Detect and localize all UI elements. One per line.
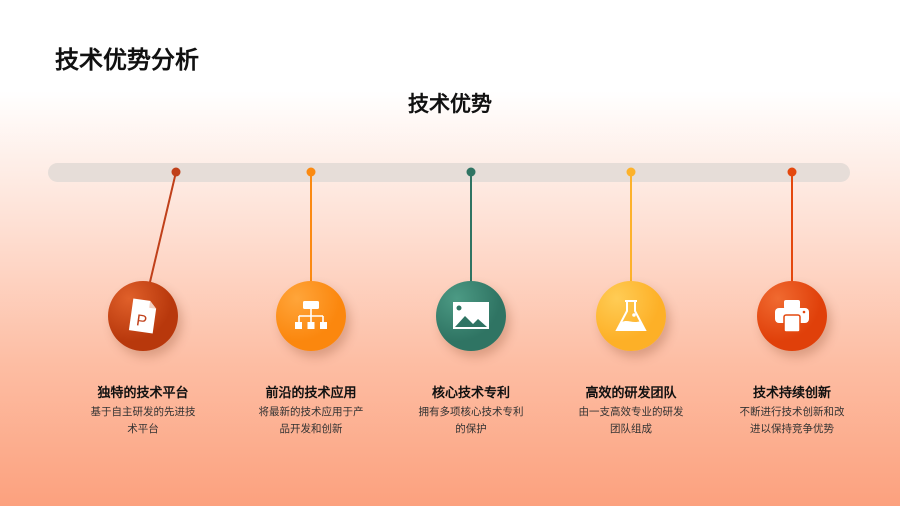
- item-3-desc: 拥有多项核心技术专利的保护: [418, 406, 524, 435]
- item-5-title: 技术持续创新: [752, 386, 831, 401]
- timeline-track: [48, 163, 850, 182]
- item-3-circle: [436, 281, 506, 351]
- image-icon: [453, 302, 489, 329]
- org-chart-icon: [295, 301, 327, 329]
- flask-icon: [615, 300, 647, 331]
- section-subtitle: 技术优势: [408, 92, 492, 116]
- powerpoint-file-icon: P: [128, 298, 157, 334]
- item-1-desc: 基于自主研发的先进技术平台: [90, 406, 196, 435]
- item-2-circle: [276, 281, 346, 351]
- connector-1: [149, 171, 177, 283]
- timeline-dot-4: [626, 167, 636, 177]
- timeline-dot-2: [306, 167, 316, 177]
- item-2-title: 前沿的技术应用: [265, 386, 357, 401]
- item-5-desc: 不断进行技术创新和改进以保持竞争优势: [739, 406, 845, 435]
- timeline-dot-3: [466, 167, 476, 177]
- item-1-circle: P: [108, 281, 178, 351]
- printer-icon: [775, 300, 809, 333]
- item-5-circle: [757, 281, 827, 351]
- item-4-desc: 由一支高效专业的研发团队组成: [578, 406, 684, 435]
- item-2-desc: 将最新的技术应用于产品开发和创新: [258, 406, 364, 435]
- item-4-title: 高效的研发团队: [585, 386, 677, 401]
- item-4-circle: [596, 281, 666, 351]
- item-1-title: 独特的技术平台: [97, 386, 189, 401]
- timeline-dot-5: [787, 167, 797, 177]
- page-title: 技术优势分析: [55, 46, 199, 74]
- svg-text:P: P: [135, 312, 148, 330]
- timeline-dot-1: [171, 167, 181, 177]
- item-3-title: 核心技术专利: [431, 386, 510, 401]
